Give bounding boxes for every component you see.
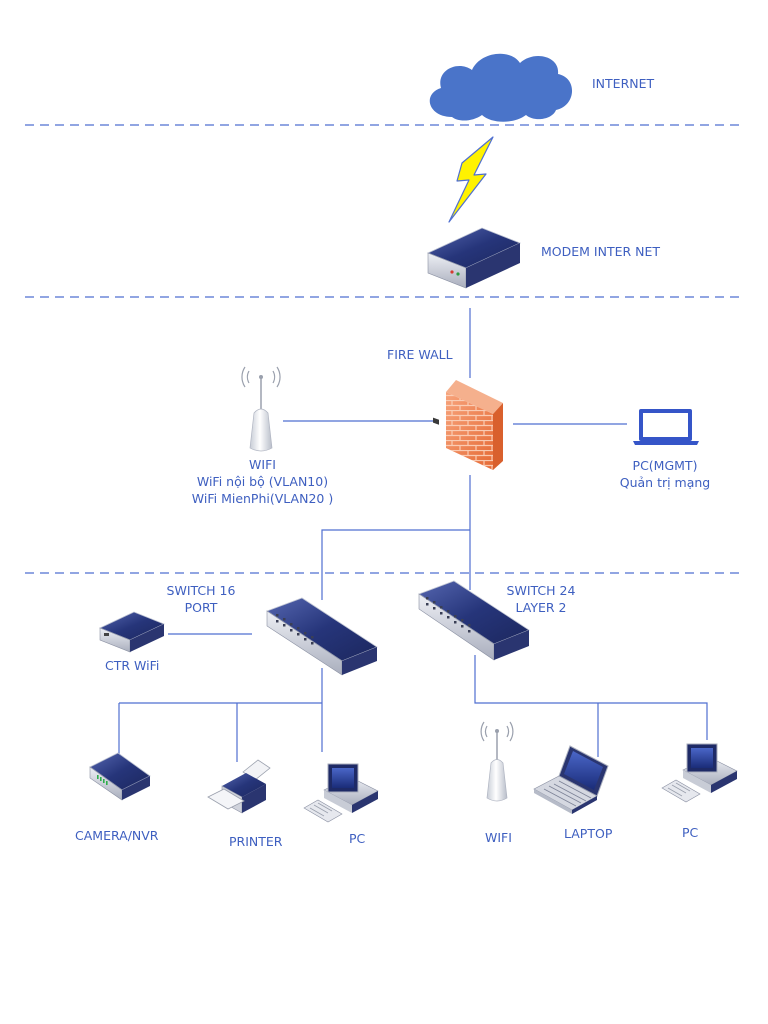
internet-label: INTERNET: [592, 76, 655, 91]
access-point-icon: [480, 721, 514, 802]
modem-icon: [426, 227, 522, 425]
switch-icon: [418, 580, 530, 661]
pc-mgmt-subtitle: Quản trị mạng: [619, 475, 711, 490]
pc-left-label: PC: [349, 831, 366, 846]
cloud-icon: [429, 53, 573, 122]
switch24-label: SWITCH 24 LAYER 2: [490, 582, 592, 616]
laptop-icon: [633, 409, 699, 445]
connection-lines: [118, 308, 708, 762]
nvr-icon: [89, 752, 151, 801]
lightning-icon: [448, 136, 494, 223]
desktop-pc-icon: [661, 743, 738, 803]
camera-nvr-label: CAMERA/NVR: [75, 828, 159, 843]
switch-icon: [266, 597, 378, 676]
wifi-main-title: WIFI: [249, 457, 276, 472]
switch24-line2: LAYER 2: [515, 600, 567, 615]
laptop-icon: [533, 745, 609, 814]
wifi-main-label: WIFI WiFi nội bộ (VLAN10) WiFi MienPhi(V…: [180, 456, 345, 507]
switch16-label: SWITCH 16 PORT: [150, 582, 252, 616]
switch16-line2: PORT: [184, 600, 218, 615]
firewall-label: FIRE WALL: [387, 347, 453, 362]
router-icon: [98, 611, 166, 653]
switch16-line1: SWITCH 16: [166, 583, 236, 598]
printer-icon: [207, 759, 271, 814]
laptop-label: LAPTOP: [564, 826, 613, 841]
wifi-bottom-label: WIFI: [485, 830, 512, 845]
pc-mgmt-title: PC(MGMT): [632, 458, 698, 473]
ctr-wifi-label: CTR WiFi: [105, 658, 160, 673]
wifi-vlan10-label: WiFi nội bộ (VLAN10): [196, 474, 329, 489]
pc-mgmt-label: PC(MGMT) Quản trị mạng: [605, 457, 725, 491]
access-point-icon: [241, 366, 281, 452]
link-switch24-down: [474, 655, 708, 740]
switch24-line1: SWITCH 24: [506, 583, 576, 598]
printer-label: PRINTER: [229, 834, 283, 849]
firewall-icon: [446, 380, 503, 470]
modem-label: MODEM INTER NET: [541, 244, 661, 259]
pc-right-label: PC: [682, 825, 699, 840]
link-to-switch16: [321, 529, 470, 600]
wifi-vlan20-label: WiFi MienPhi(VLAN20 ): [191, 491, 334, 506]
zone-separators: [25, 124, 745, 574]
desktop-pc-icon: [303, 763, 379, 823]
